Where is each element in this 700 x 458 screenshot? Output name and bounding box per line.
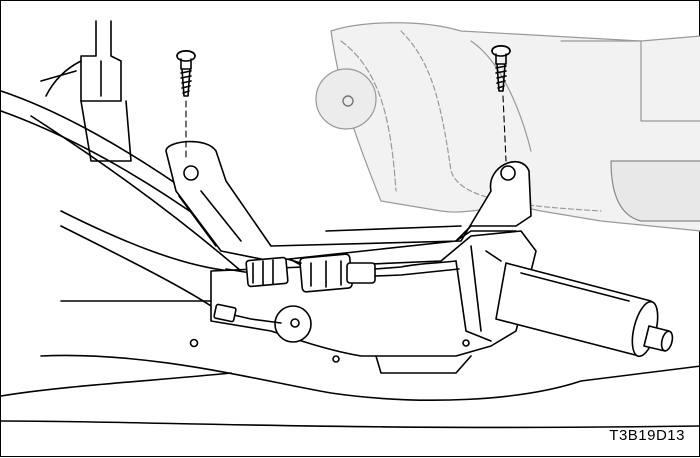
figure-code: T3B19D13	[609, 427, 685, 444]
wiper-motor-icon	[495, 262, 674, 358]
electrical-connector-icon	[213, 253, 460, 324]
motor-bracket	[165, 140, 532, 262]
body-panel	[315, 22, 700, 232]
screw-icon-right	[491, 44, 511, 162]
left-latch-bracket	[40, 20, 132, 162]
grommet	[274, 305, 312, 343]
screw-icon	[176, 49, 196, 162]
